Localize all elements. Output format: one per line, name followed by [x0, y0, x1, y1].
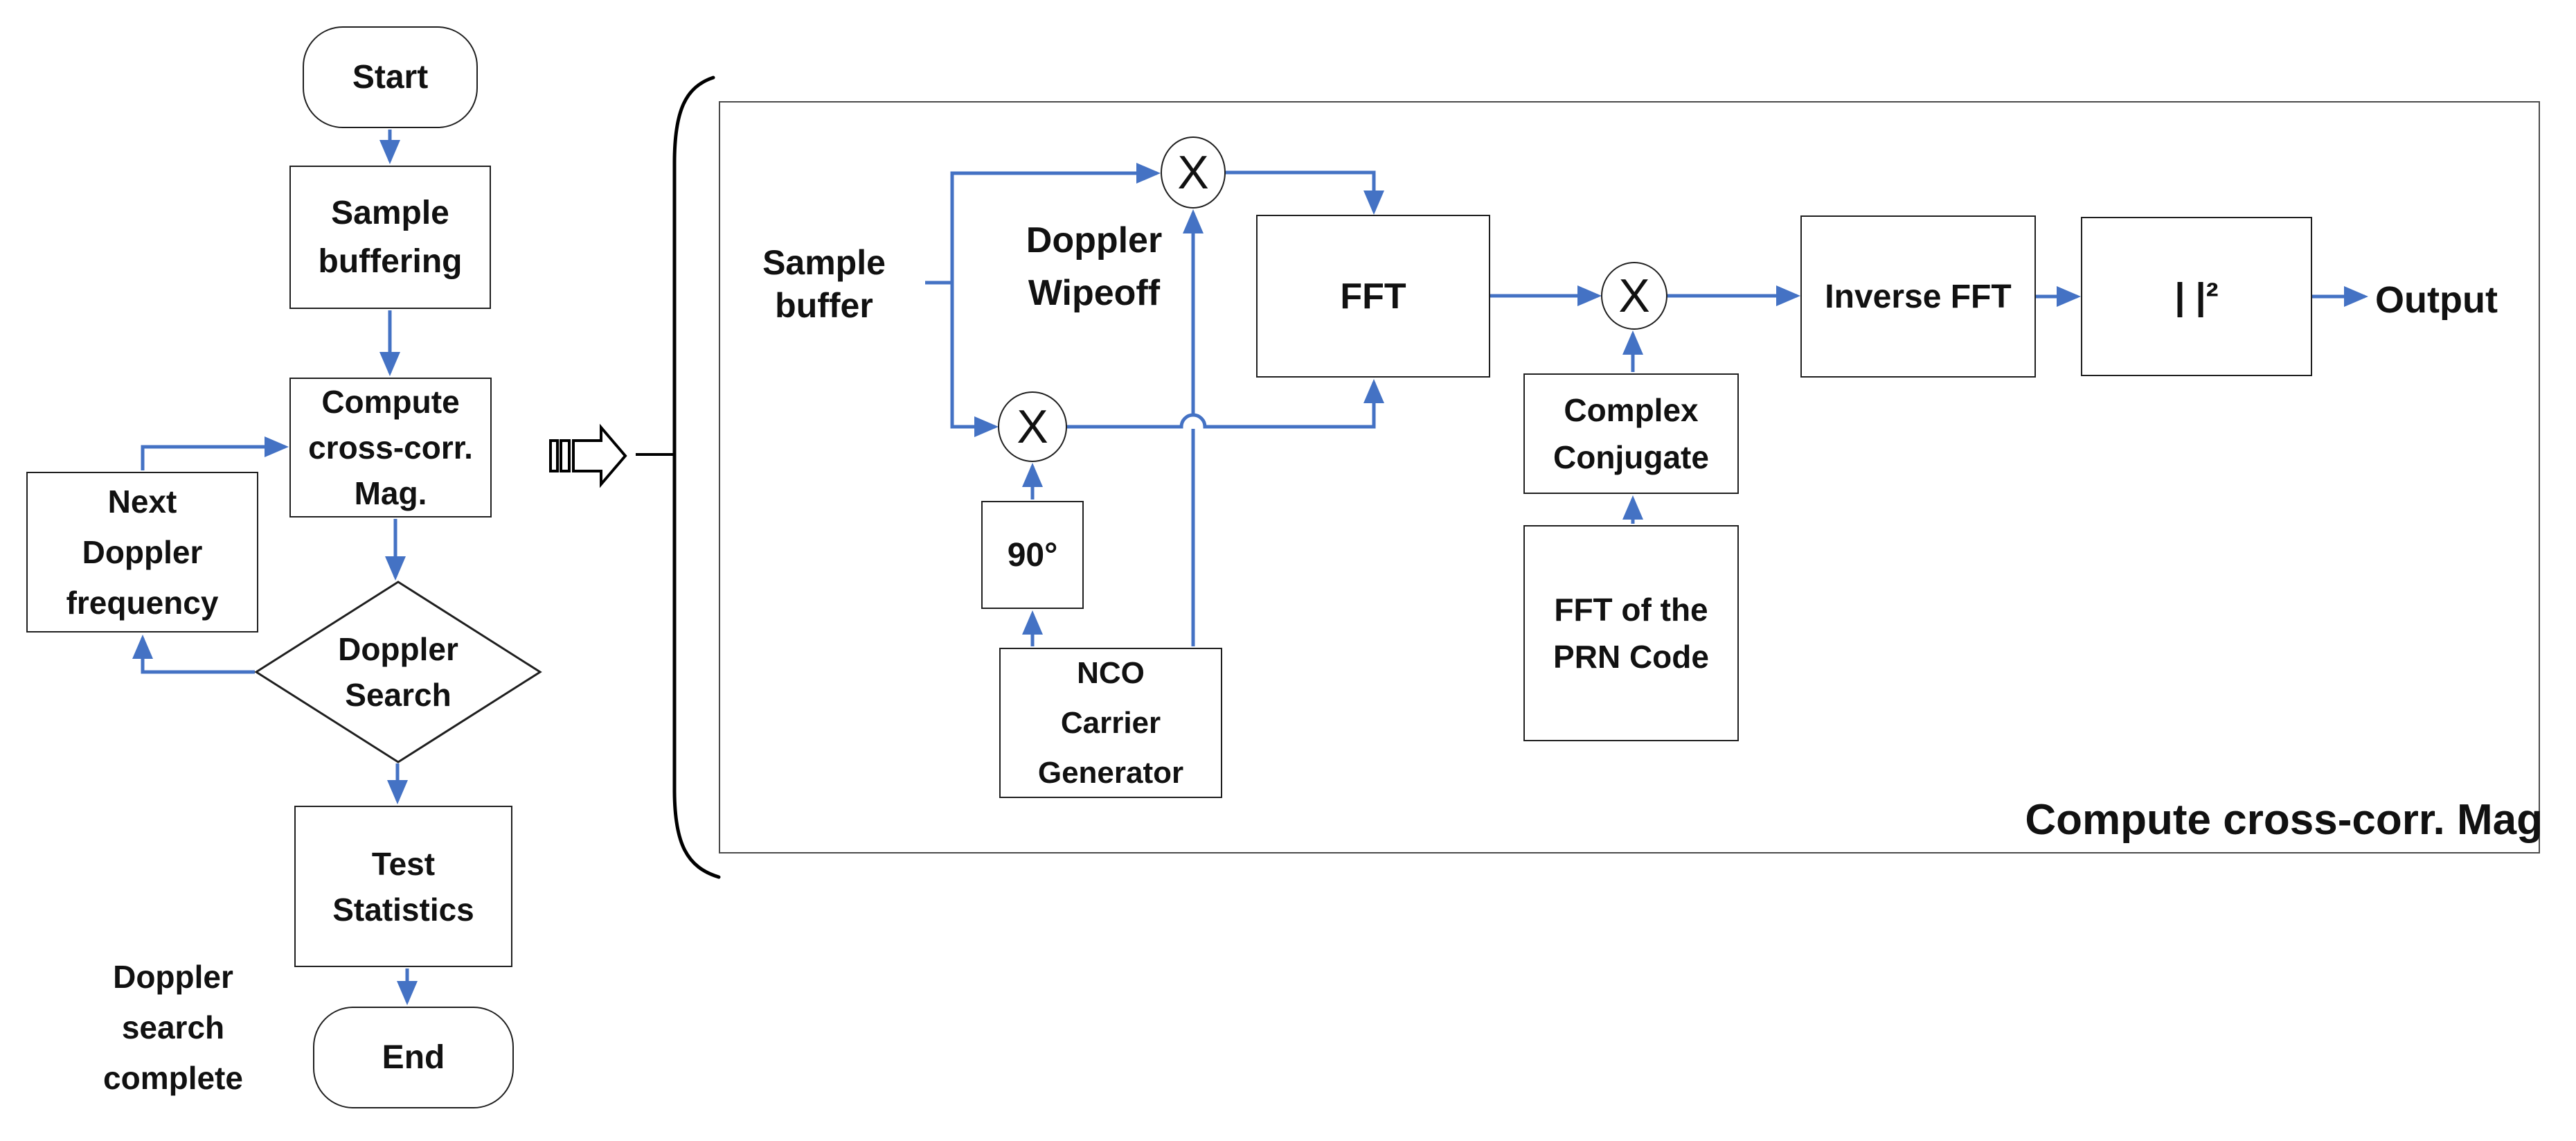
label-doppler-wipeoff: Doppler Wipeoff	[1026, 220, 1163, 313]
detail-panel-frame	[719, 101, 2540, 853]
bottom-multiplier-x: X	[1017, 400, 1048, 453]
block-fft-prn-code: FFT of the PRN Code	[1523, 525, 1739, 741]
mid-multiplier-x: X	[1618, 269, 1650, 322]
wire-bus-to-bottom-mult	[950, 283, 999, 437]
panel-title-compute-cross-corr-mag: Compute cross-corr. Mag	[2025, 795, 2543, 844]
block-fft: FFT	[1256, 215, 1490, 378]
top-multiplier-x: X	[1177, 146, 1209, 199]
flow-node-start: Start	[303, 26, 478, 128]
bottom-multiplier-circle	[998, 391, 1067, 462]
detail-connectors	[925, 163, 2368, 646]
label-sample-buffer: Sample buffer	[762, 243, 886, 325]
note-doppler-search-complete: Doppler search complete	[103, 958, 243, 1096]
wire-bus-to-top-mult	[950, 163, 1161, 283]
flow-node-next-doppler: Next Doppler frequency	[26, 472, 258, 633]
wire-topmult-to-fft	[1225, 170, 1384, 215]
block-nco-carrier-generator: NCO Carrier Generator	[999, 648, 1222, 798]
flow-node-compute-cross-corr: Compute cross-corr. Mag.	[289, 378, 492, 518]
flow-node-end: End	[313, 1007, 514, 1108]
wire-bottommult-to-fft	[1066, 379, 1384, 429]
decision-diamond-shape	[254, 581, 542, 763]
flow-node-doppler-search-label: Doppler Search	[338, 631, 458, 713]
top-multiplier-circle	[1161, 136, 1226, 209]
flow-node-sample-buffering: Sample buffering	[289, 166, 491, 309]
mid-multiplier-circle	[1601, 262, 1667, 330]
arrow-decision-to-next	[132, 635, 255, 674]
expand-arrow-icon	[549, 423, 627, 488]
block-complex-conjugate: Complex Conjugate	[1523, 373, 1739, 494]
label-output: Output	[2375, 279, 2498, 321]
flowchart-arrows	[132, 130, 418, 1005]
block-magnitude-squared: | |²	[2081, 217, 2312, 376]
block-inverse-fft: Inverse FFT	[1800, 215, 2036, 378]
expansion-bracket	[672, 76, 721, 879]
flow-node-test-statistics: Test Statistics	[294, 806, 512, 967]
arrow-next-to-compute	[141, 436, 289, 470]
block-90-degree: 90°	[981, 501, 1084, 609]
